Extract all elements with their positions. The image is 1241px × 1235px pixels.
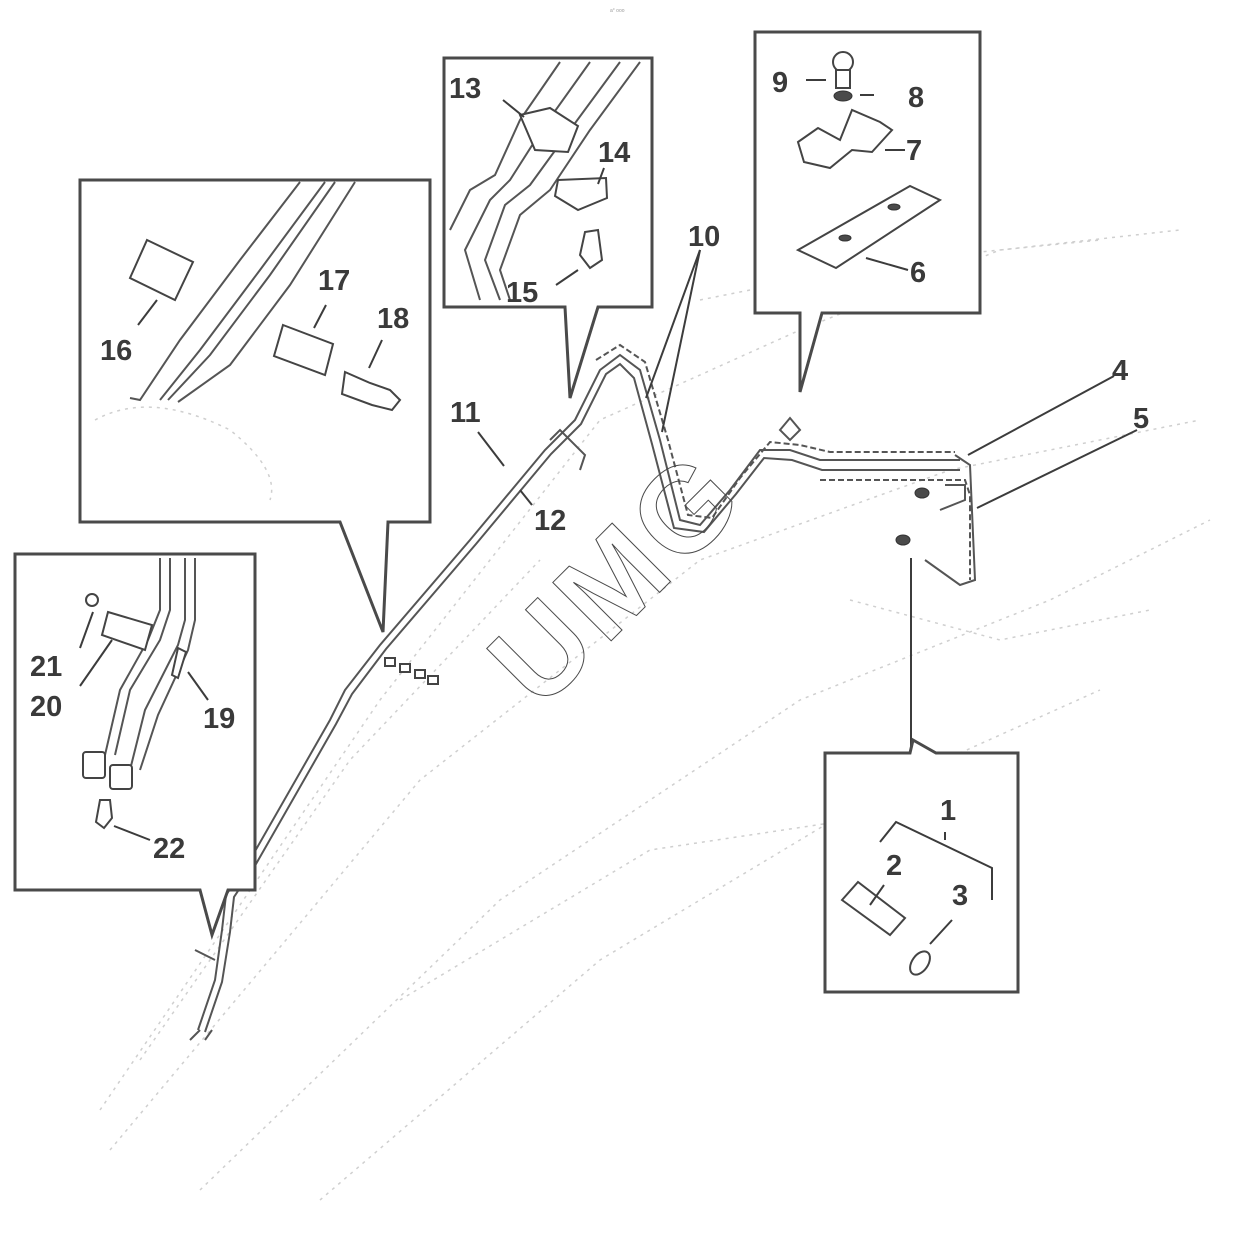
- fitting-small: [427, 675, 439, 685]
- fitting-2: [840, 880, 907, 937]
- part-label-9: 9: [772, 67, 788, 99]
- clamp-19: [170, 646, 188, 680]
- header-text: a° ooo: [610, 8, 625, 14]
- port-plug-upper: [914, 487, 930, 499]
- main-leaders: [477, 249, 1138, 755]
- part-label-14: 14: [598, 137, 630, 169]
- bolt-18: [340, 370, 402, 412]
- part-label-15: 15: [506, 277, 538, 309]
- part-label-6: 6: [910, 257, 926, 289]
- clamp-7: [796, 108, 894, 170]
- part-label-18: 18: [377, 303, 409, 335]
- part-label-2: 2: [886, 850, 902, 882]
- part-label-19: 19: [203, 703, 235, 735]
- washer-8: [833, 90, 853, 102]
- part-label-3: 3: [952, 880, 968, 912]
- part-label-13: 13: [449, 73, 481, 105]
- o-ring-3: [909, 950, 931, 976]
- plate-hole: [887, 203, 901, 211]
- callout-detail-19-22: [13, 552, 257, 941]
- port-plug-lower: [895, 534, 911, 546]
- bolt-21: [85, 593, 99, 607]
- fitting-small: [399, 663, 411, 673]
- part-label-22: 22: [153, 833, 185, 865]
- callout-detail-6-9: [753, 30, 982, 393]
- bolt-22: [94, 799, 114, 830]
- part-label-1: 1: [940, 795, 956, 827]
- part-label-5: 5: [1133, 403, 1149, 435]
- plate-16: [128, 238, 195, 302]
- plate-hole: [838, 234, 852, 242]
- hose-end-fitting: [109, 764, 133, 790]
- bolt-15: [578, 228, 604, 270]
- part-label-10: 10: [688, 221, 720, 253]
- watermark: UMG: [464, 425, 769, 730]
- clamp-20: [100, 610, 154, 652]
- part-label-16: 16: [100, 335, 132, 367]
- part-label-8: 8: [908, 82, 924, 114]
- callout-detail-16-18: [78, 178, 432, 633]
- bolt-shank-9: [835, 69, 851, 89]
- part-label-17: 17: [318, 265, 350, 297]
- machine-body-outline: [99, 229, 1211, 1201]
- plate-17: [272, 323, 335, 377]
- part-label-21: 21: [30, 651, 62, 683]
- clamp-13: [518, 106, 580, 154]
- part-label-4: 4: [1112, 355, 1128, 387]
- part-label-12: 12: [534, 505, 566, 537]
- callout-detail-13-15: [442, 56, 654, 399]
- fitting-small: [384, 657, 396, 667]
- plate-6: [795, 184, 943, 270]
- part-label-20: 20: [30, 691, 62, 723]
- part-label-7: 7: [906, 135, 922, 167]
- callout-detail-1-3: [823, 737, 1020, 994]
- fitting-small: [414, 669, 426, 679]
- clamp-plate-14: [553, 176, 609, 212]
- hose-end-fitting: [82, 751, 106, 779]
- part-label-11: 11: [450, 397, 481, 429]
